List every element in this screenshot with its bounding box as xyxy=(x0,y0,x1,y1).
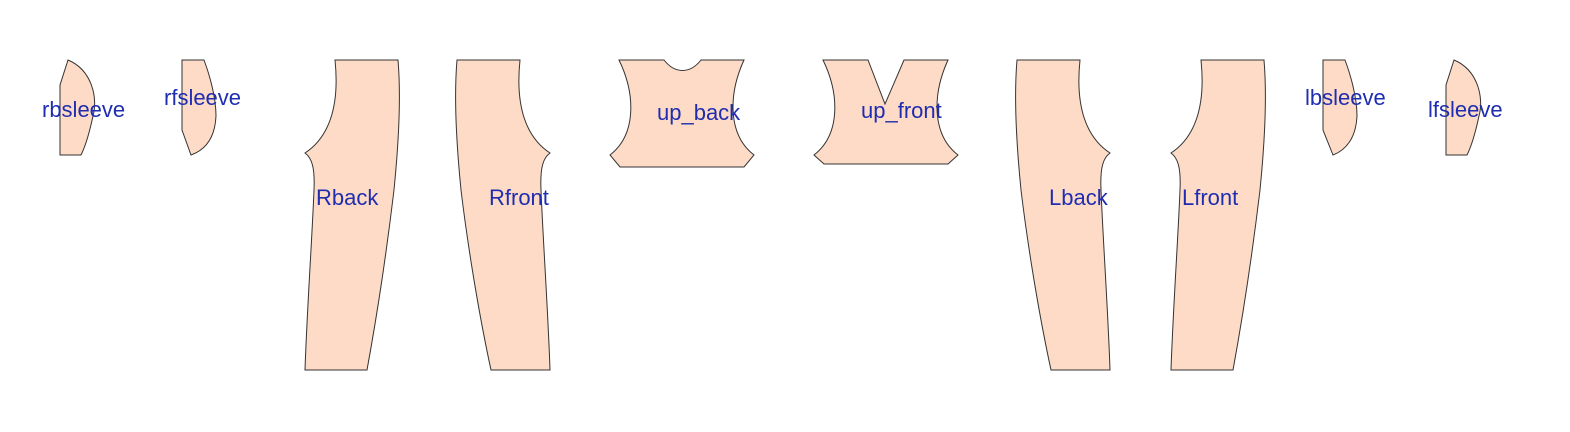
label-lbsleeve: lbsleeve xyxy=(1305,85,1386,110)
piece-lback: Lback xyxy=(1015,59,1111,371)
label-lfront: Lfront xyxy=(1182,185,1238,210)
piece-up-front: up_front xyxy=(813,59,959,165)
label-lback: Lback xyxy=(1049,185,1109,210)
label-rfsleeve: rfsleeve xyxy=(164,85,241,110)
piece-rfront: Rfront xyxy=(455,59,551,371)
piece-lbsleeve: lbsleeve xyxy=(1305,59,1386,156)
shape-rfront xyxy=(455,59,551,371)
shape-up-back xyxy=(609,59,755,168)
label-up-front: up_front xyxy=(861,98,942,123)
shape-rbsleeve xyxy=(59,59,96,156)
shape-rfsleeve xyxy=(181,59,217,156)
label-rback: Rback xyxy=(316,185,379,210)
piece-lfsleeve: lfsleeve xyxy=(1428,59,1503,156)
shape-lbsleeve xyxy=(1322,59,1358,156)
shape-rback xyxy=(304,59,400,371)
shape-lfsleeve xyxy=(1445,59,1482,156)
label-lfsleeve: lfsleeve xyxy=(1428,97,1503,122)
label-rbsleeve: rbsleeve xyxy=(42,97,125,122)
piece-rback: Rback xyxy=(304,59,400,371)
piece-rbsleeve: rbsleeve xyxy=(42,59,125,156)
label-rfront: Rfront xyxy=(489,185,549,210)
shape-up-front xyxy=(813,59,959,165)
label-up-back: up_back xyxy=(657,100,741,125)
shape-lback xyxy=(1015,59,1111,371)
piece-lfront: Lfront xyxy=(1170,59,1266,371)
shape-lfront xyxy=(1170,59,1266,371)
piece-up-back: up_back xyxy=(609,59,755,168)
piece-rfsleeve: rfsleeve xyxy=(164,59,241,156)
